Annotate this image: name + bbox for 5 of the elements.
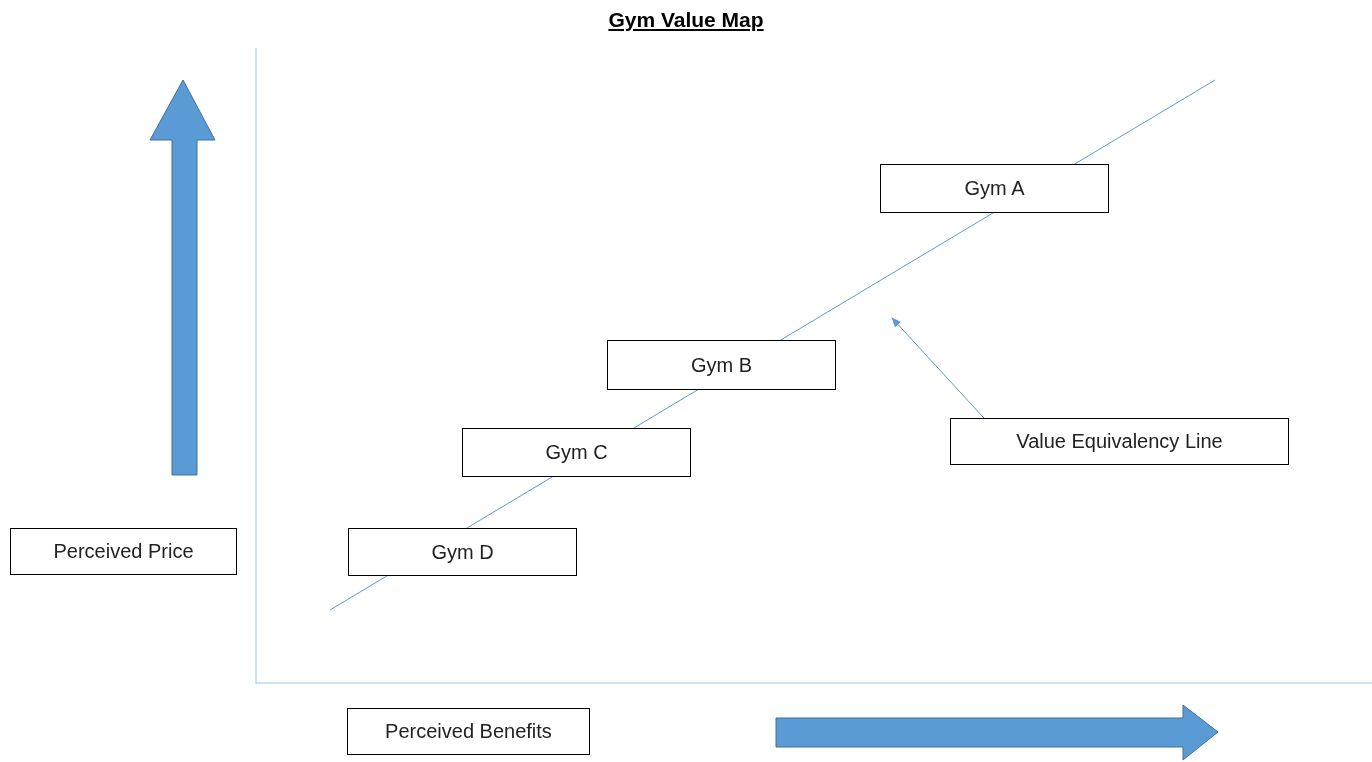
title: Gym Value Map: [608, 8, 764, 32]
leader-line: [891, 317, 985, 419]
label-box: Perceived Benefits: [347, 708, 590, 755]
label-box: Value Equivalency Line: [950, 418, 1289, 465]
label-box: Perceived Price: [10, 528, 237, 575]
